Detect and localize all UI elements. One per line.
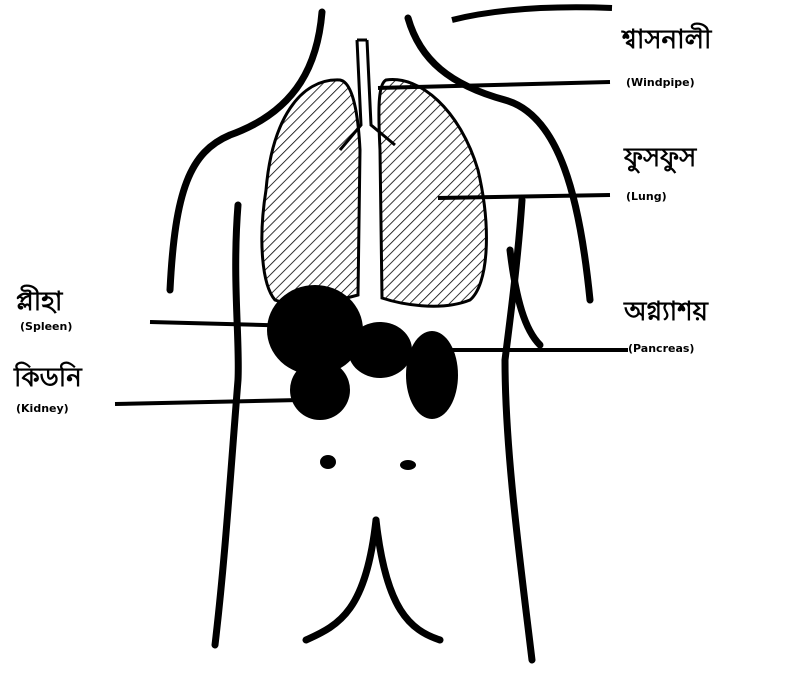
abdominal-organs (267, 285, 458, 470)
scribble-top (452, 7, 612, 20)
groin-left (306, 520, 376, 640)
svg-text:(Lung): (Lung) (626, 190, 667, 203)
svg-text:(Spleen): (Spleen) (20, 320, 72, 333)
spleen-label: প্লীহা (Spleen) (16, 284, 72, 333)
right-lung (379, 80, 487, 307)
kidney-label: কিডনি (Kidney) (13, 361, 83, 415)
windpipe-label: শ্বাসনালী (Windpipe) (621, 22, 713, 89)
arm-right-inner (510, 250, 540, 345)
kidney-organ-left (290, 360, 350, 420)
torso-left (215, 205, 238, 645)
kidney-organ-right (406, 331, 458, 419)
svg-text:ফুসফুস: ফুসফুস (623, 143, 697, 174)
navel-right (400, 460, 416, 470)
pancreas-label: অগ্ন্যাশয় (Pancreas) (623, 297, 710, 355)
svg-text:অগ্ন্যাশয়: অগ্ন্যাশয় (623, 297, 710, 327)
pancreas-organ (348, 322, 412, 378)
svg-text:কিডনি: কিডনি (13, 361, 83, 393)
navel-left (320, 455, 336, 469)
groin-right (376, 520, 440, 640)
svg-text:(Kidney): (Kidney) (16, 402, 69, 415)
svg-text:(Windpipe): (Windpipe) (626, 76, 695, 89)
lung-label: ফুসফুস (Lung) (623, 143, 697, 203)
svg-text:শ্বাসনালী: শ্বাসনালী (621, 22, 713, 55)
svg-text:(Pancreas): (Pancreas) (628, 342, 694, 355)
svg-text:প্লীহা: প্লীহা (16, 284, 64, 317)
kidney-pointer (115, 400, 300, 404)
